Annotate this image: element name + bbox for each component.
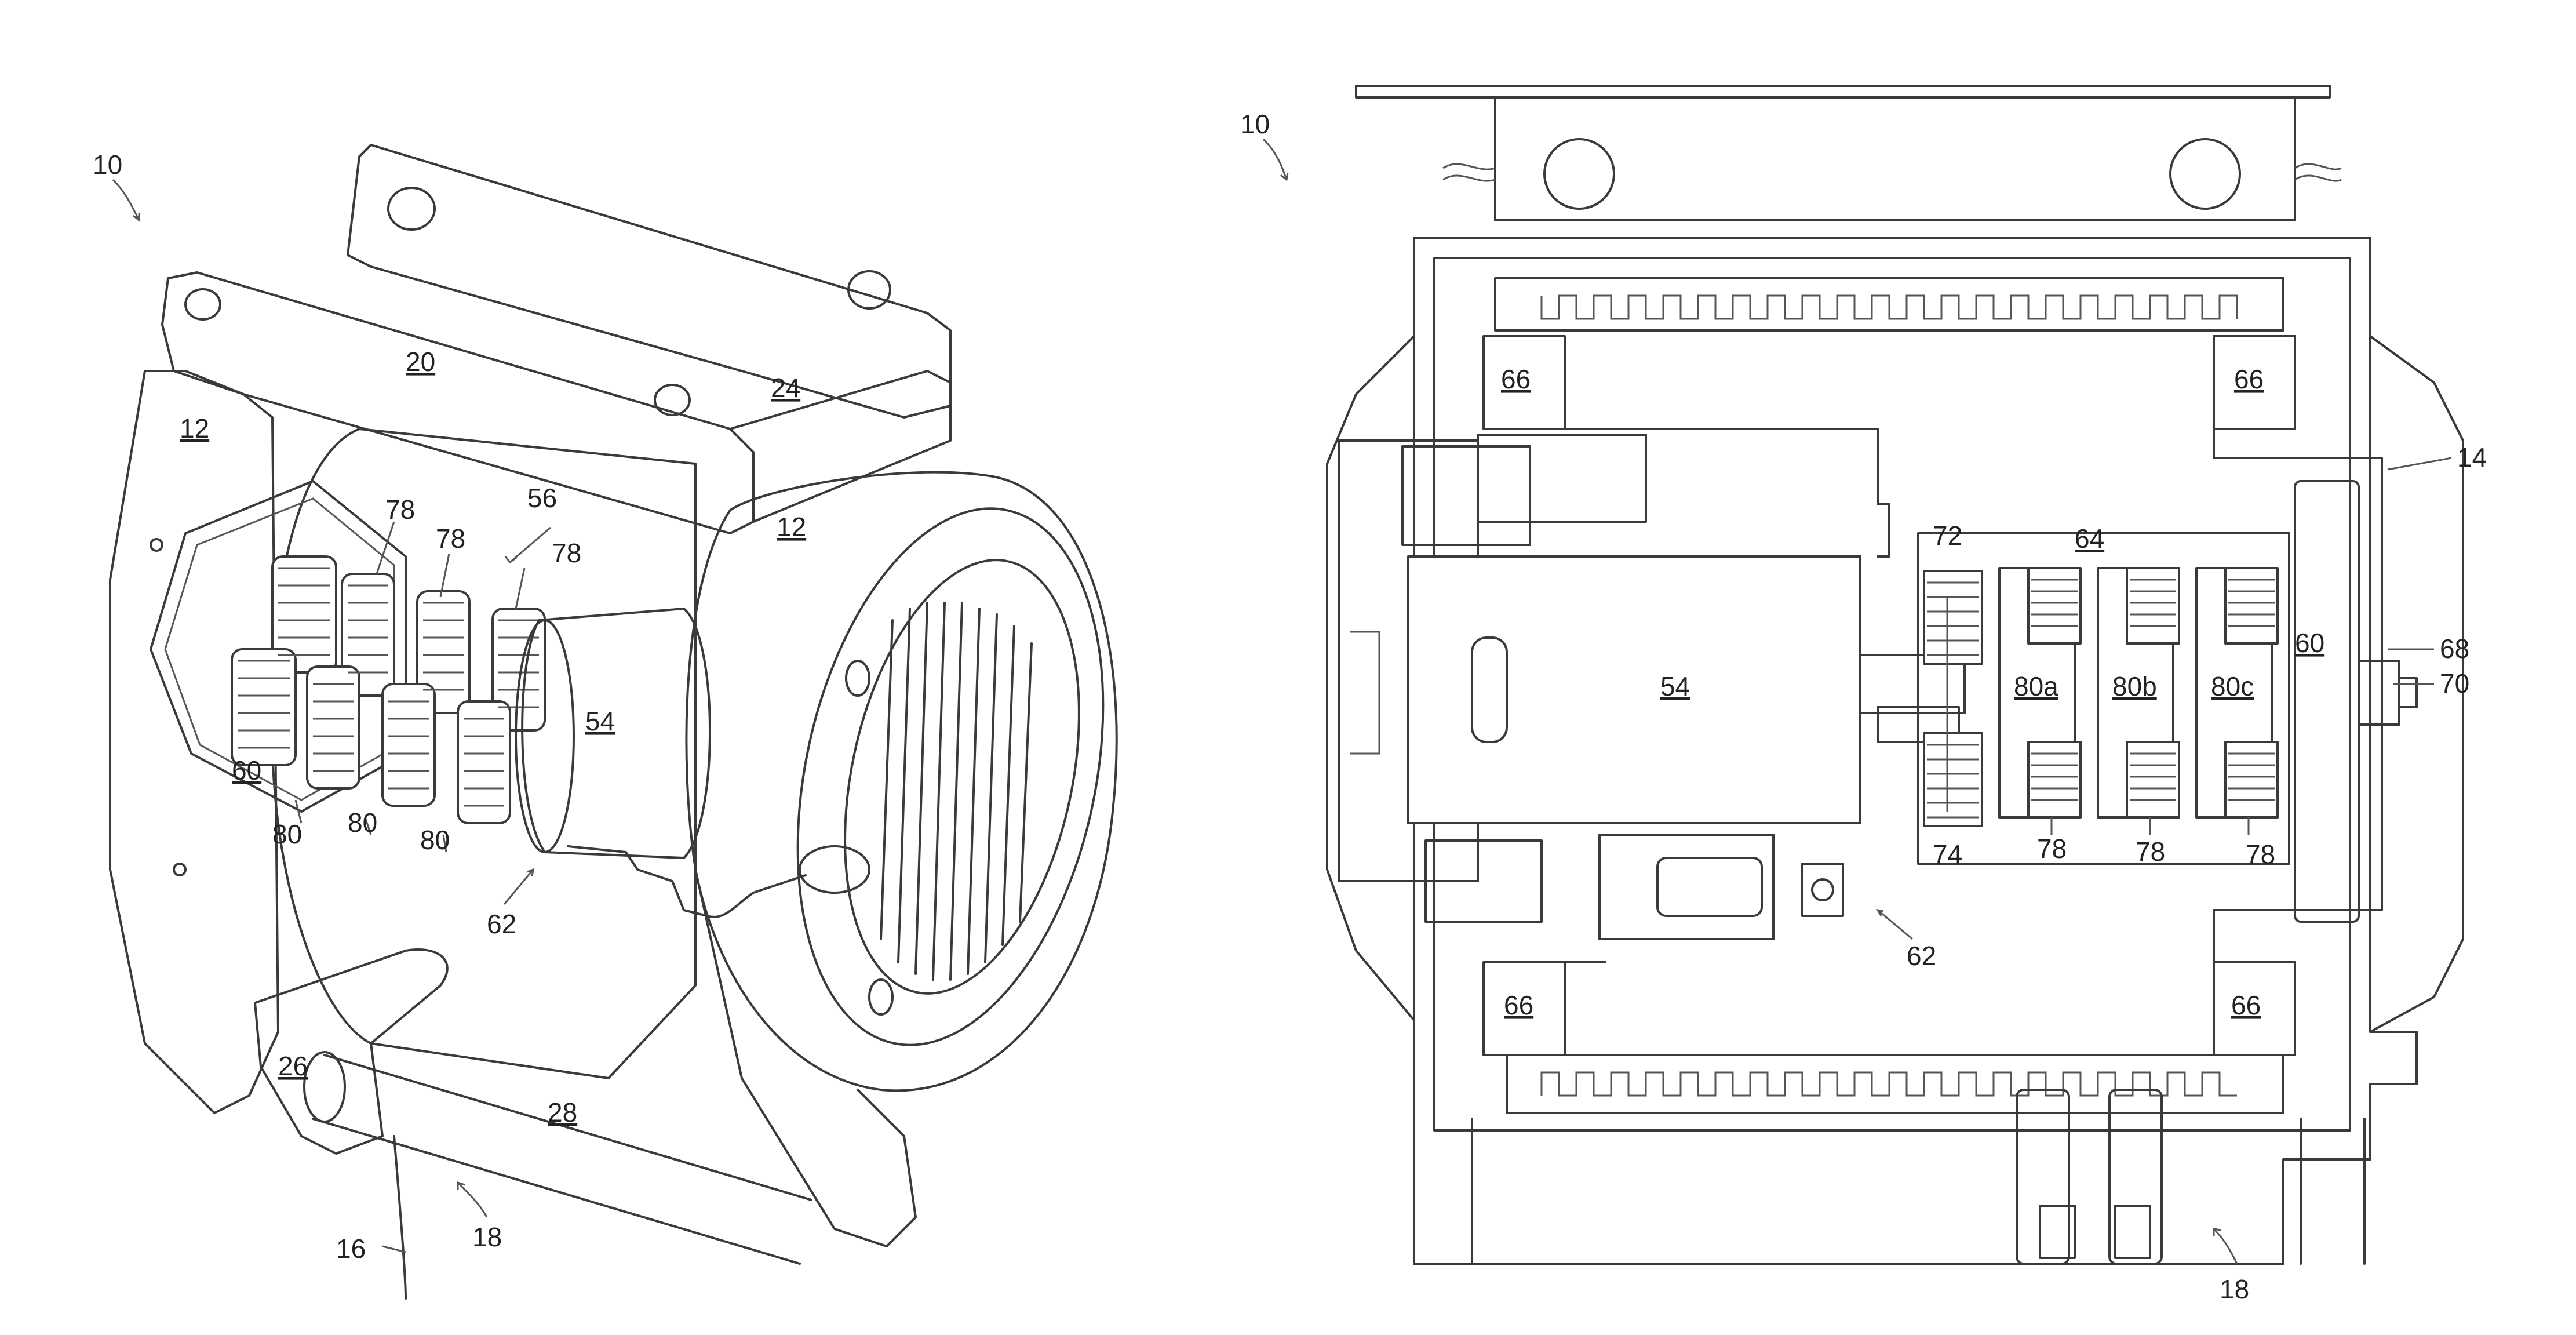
clutch-pin bbox=[1812, 879, 1833, 900]
ref-label: 54 bbox=[585, 706, 615, 736]
right-leg bbox=[2301, 1119, 2364, 1264]
ref-label: 64 bbox=[2075, 523, 2104, 554]
clutch-housing bbox=[1657, 858, 1762, 916]
ref-label: 78 bbox=[385, 494, 415, 525]
bracket-hole bbox=[2170, 139, 2240, 209]
ref-label: 78 bbox=[552, 538, 581, 568]
left-leg bbox=[1414, 1113, 1472, 1264]
bracket-hole bbox=[1544, 139, 1614, 209]
plate-hole bbox=[655, 385, 690, 415]
ref-label: 60 bbox=[232, 755, 261, 785]
screw-hole bbox=[151, 539, 162, 551]
left-side-wall bbox=[1327, 336, 1414, 1020]
upper-support bbox=[1478, 435, 1646, 522]
clutch-knob bbox=[1802, 864, 1843, 916]
bracket-hole bbox=[388, 188, 435, 230]
motor bbox=[522, 609, 710, 858]
ref-label: 26 bbox=[278, 1051, 308, 1081]
ref-label: 80c bbox=[2211, 671, 2254, 701]
clutch-knob bbox=[800, 846, 869, 893]
ref-label: 66 bbox=[2234, 364, 2264, 394]
spring bbox=[2295, 164, 2341, 181]
ref-label: 18 bbox=[472, 1222, 502, 1252]
ref-label: 78 bbox=[2136, 836, 2165, 867]
ref-label: 72 bbox=[1933, 521, 1962, 551]
ref-label: 70 bbox=[2440, 668, 2469, 699]
motor-54 bbox=[1408, 556, 1860, 823]
gear-train bbox=[232, 556, 545, 823]
output-shaft bbox=[2359, 661, 2399, 725]
ref-label: 28 bbox=[548, 1097, 577, 1127]
lower-rack-teeth bbox=[1542, 1072, 2237, 1096]
winch-drum bbox=[313, 1055, 811, 1264]
motor-mount bbox=[1350, 632, 1379, 754]
drum-end bbox=[304, 1052, 345, 1122]
output-shaft-tip bbox=[2399, 678, 2417, 707]
ref-label: 16 bbox=[336, 1234, 366, 1264]
drum-tab bbox=[2109, 1090, 2162, 1264]
ref-label: 62 bbox=[487, 909, 516, 939]
ref-label: 20 bbox=[406, 347, 435, 377]
drum-tab bbox=[2017, 1090, 2069, 1264]
ref-label: 68 bbox=[2440, 634, 2469, 664]
ref-label: 80 bbox=[272, 819, 302, 849]
top-mount-plate bbox=[1356, 86, 2330, 97]
plate-hole bbox=[185, 289, 220, 319]
ref-label: 80b bbox=[2112, 671, 2157, 701]
ref-label: 14 bbox=[2457, 442, 2487, 472]
front-cover bbox=[686, 472, 1149, 1091]
ref-label: 66 bbox=[2231, 990, 2261, 1020]
left-figure-perspective: 10 20 24 12 12 56 78 78 78 54 60 80 80 8… bbox=[93, 145, 1149, 1298]
ref-label: 80 bbox=[420, 825, 450, 855]
upper-rack-teeth bbox=[1542, 296, 2237, 319]
clutch-body bbox=[1599, 835, 1773, 939]
side-plate bbox=[730, 371, 950, 522]
ref-label: 66 bbox=[1504, 990, 1533, 1020]
bracket-hole bbox=[848, 271, 890, 308]
ref-label: 12 bbox=[777, 512, 806, 542]
ref-label: 60 bbox=[2295, 628, 2324, 658]
ref-label: 78 bbox=[2037, 834, 2067, 864]
ref-label: 54 bbox=[1660, 671, 1690, 701]
mounting-bracket bbox=[348, 145, 950, 417]
ref-label: 56 bbox=[527, 483, 557, 513]
ref-label: 66 bbox=[1501, 364, 1531, 394]
right-figure-section: 10 66 66 66 66 14 72 64 54 80a 80b 80c 6… bbox=[1240, 86, 2487, 1304]
ref-label: 74 bbox=[1933, 839, 1962, 870]
screw-hole bbox=[174, 864, 185, 875]
cable bbox=[394, 1136, 406, 1298]
ref-label: 80 bbox=[348, 807, 377, 838]
housing-top-plate bbox=[162, 272, 753, 533]
ref-label: 78 bbox=[436, 523, 465, 554]
ref-label: 12 bbox=[180, 413, 209, 443]
clutch-pin bbox=[568, 846, 806, 917]
ref-label: 80a bbox=[2014, 671, 2058, 701]
left-end-detail bbox=[1402, 446, 1530, 545]
ref-label: 62 bbox=[1907, 941, 1936, 971]
ref-label: 10 bbox=[93, 150, 122, 180]
ref-label: 24 bbox=[771, 373, 800, 403]
cover-screw bbox=[869, 980, 892, 1014]
cover-screw bbox=[846, 661, 869, 696]
ref-label: 78 bbox=[2246, 839, 2275, 870]
ref-label: 10 bbox=[1240, 109, 1270, 139]
spring bbox=[1443, 164, 1495, 181]
ref-label: 18 bbox=[2220, 1274, 2249, 1304]
drum-tab-foot bbox=[2115, 1206, 2150, 1258]
